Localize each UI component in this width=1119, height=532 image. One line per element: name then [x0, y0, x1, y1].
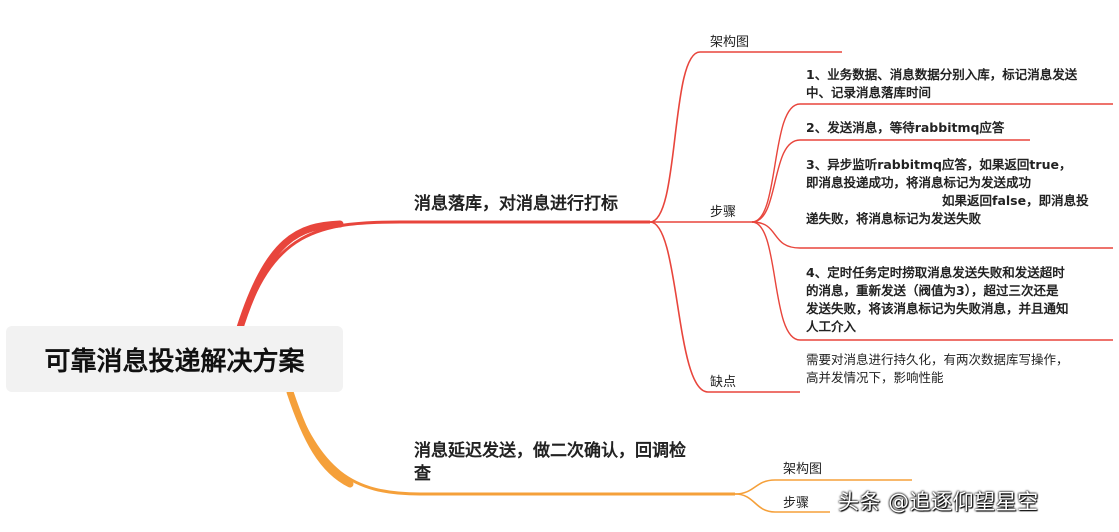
step-4-text[interactable]: 4、定时任务定时捞取消息发送失败和发送超时 的消息，重新发送（阀值为3），超过三…	[806, 264, 1112, 336]
branch1-steps-node[interactable]: 步骤	[710, 205, 737, 220]
step-2-text[interactable]: 2、发送消息，等待rabbitmq应答	[806, 119, 1112, 137]
root-topic[interactable]: 可靠消息投递解决方案	[6, 326, 343, 392]
step-3-text[interactable]: 3、异步监听rabbitmq应答，如果返回true， 即消息投递成功，将消息标记…	[806, 156, 1112, 228]
connector-root-branch1	[238, 220, 650, 335]
step-3-line-3: 如果返回false，即消息投	[942, 193, 1089, 208]
connector-step1	[751, 103, 1113, 223]
connector-step3	[751, 221, 1113, 249]
connector-branch1-arch	[649, 51, 842, 223]
step-4-line-3: 发送失败，将该消息标记为失败消息，并且通知	[806, 301, 1069, 316]
cons-line-2: 高并发情况下，影响性能	[806, 370, 944, 385]
connector-step2	[751, 139, 1030, 223]
step-4-line-2: 的消息，重新发送（阀值为3），超过三次还是	[806, 283, 1059, 298]
branch1-arch-node[interactable]: 架构图	[710, 35, 750, 50]
root-topic-label: 可靠消息投递解决方案	[44, 346, 305, 377]
branch2-title-line-2: 查	[414, 464, 431, 484]
step-1-line-1: 1、业务数据、消息数据分别入库，标记消息发送	[806, 67, 1078, 82]
connector-branch2-steps	[734, 493, 830, 513]
branch2-arch-node[interactable]: 架构图	[783, 462, 823, 477]
step-3-line-2: 即消息投递成功，将消息标记为发送成功	[806, 175, 1032, 190]
branch2-steps-node[interactable]: 步骤	[783, 496, 810, 511]
branch-topic-1[interactable]: 消息落库，对消息进行打标	[414, 194, 618, 214]
cons-text[interactable]: 需要对消息进行持久化，有两次数据库写操作， 高并发情况下，影响性能	[806, 351, 1112, 387]
connector-branch2-arch	[734, 479, 912, 495]
step-3-line-1: 3、异步监听rabbitmq应答，如果返回true，	[806, 157, 1072, 172]
step-1-line-2: 中、记录消息落库时间	[806, 85, 932, 100]
connector-root-branch1-taper	[234, 220, 344, 338]
cons-line-1: 需要对消息进行持久化，有两次数据库写操作，	[806, 352, 1069, 367]
connector-root-branch2-taper	[286, 388, 354, 488]
connector-step4	[751, 221, 1113, 341]
step-1-text[interactable]: 1、业务数据、消息数据分别入库，标记消息发送 中、记录消息落库时间	[806, 66, 1112, 102]
branch-topic-2[interactable]: 消息延迟发送，做二次确认，回调检 查	[414, 440, 686, 486]
step-2-line-1: 2、发送消息，等待rabbitmq应答	[806, 120, 1005, 135]
step-4-line-4: 人工介入	[806, 319, 857, 334]
branch1-cons-node[interactable]: 缺点	[710, 375, 737, 390]
connector-branch1-cons	[649, 221, 800, 393]
step-3-line-4: 递失败，将消息标记为发送失败	[806, 211, 982, 226]
step-4-line-1: 4、定时任务定时捞取消息发送失败和发送超时	[806, 265, 1065, 280]
watermark-text: 头条 @追逐仰望星空	[838, 490, 1039, 514]
branch2-title-line-1: 消息延迟发送，做二次确认，回调检	[414, 441, 686, 461]
